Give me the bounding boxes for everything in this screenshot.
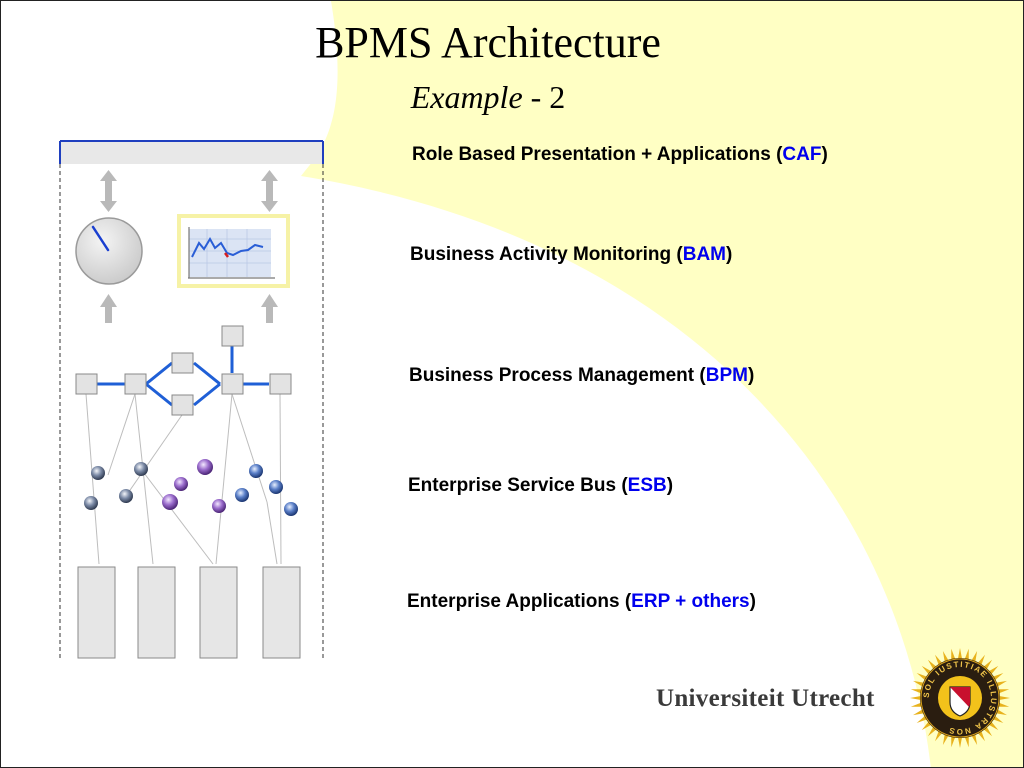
university-name: Universiteit Utrecht — [656, 685, 875, 712]
service-node-icon — [91, 466, 105, 480]
service-node-icon — [284, 502, 298, 516]
seal-ray — [964, 735, 969, 748]
process-node — [171, 352, 194, 374]
process-node — [221, 373, 244, 395]
enterprise-apps — [77, 566, 301, 659]
seal-ray — [997, 689, 1010, 694]
process-node — [124, 373, 147, 395]
process-node — [75, 373, 98, 395]
service-node-icon — [174, 477, 188, 491]
seal-ray — [910, 689, 923, 694]
layer-label-text: Role Based Presentation + Applications ( — [412, 144, 783, 165]
service-node-icon — [249, 464, 263, 478]
layer-acronym: CAF — [782, 144, 822, 165]
seal-ray — [964, 648, 969, 661]
slide-subtitle: Example - 2 — [1, 79, 975, 116]
presentation-layer-bar — [59, 140, 324, 164]
layer-label-suffix: ) — [726, 244, 733, 265]
service-node-icon — [119, 489, 133, 503]
service-node-icon — [162, 494, 178, 510]
layer-label-text: Business Process Management ( — [409, 365, 706, 386]
layer-label-suffix: ) — [821, 144, 828, 165]
seal-ray — [997, 702, 1010, 707]
connector-lines — [85, 393, 282, 565]
slide-title: BPMS Architecture — [315, 18, 661, 67]
application-box — [199, 566, 238, 659]
seal-ray — [957, 648, 963, 661]
subtitle-number: - 2 — [522, 79, 566, 115]
seal-ray — [951, 648, 956, 661]
seal-ray — [910, 695, 923, 701]
seal-ray — [910, 702, 923, 707]
service-nodes — [84, 459, 298, 516]
service-node-icon — [134, 462, 148, 476]
application-box — [77, 566, 116, 659]
layer-label-bam: Business Activity Monitoring (BAM) — [410, 244, 732, 266]
service-node-icon — [212, 499, 226, 513]
layer-label-text: Enterprise Applications ( — [407, 591, 632, 612]
layer-label-caf: Role Based Presentation + Applications (… — [412, 144, 828, 166]
layer-label-erp: Enterprise Applications (ERP + others) — [407, 591, 756, 613]
subtitle-word: Example — [410, 79, 523, 115]
layer-acronym: ERP + others — [631, 591, 750, 612]
service-node-icon — [235, 488, 249, 502]
layer-label-suffix: ) — [749, 591, 756, 612]
layer-acronym: ESB — [627, 475, 667, 496]
up-arrow-icon — [261, 294, 278, 323]
layer-label-text: Enterprise Service Bus ( — [408, 475, 628, 496]
seal-ray — [957, 735, 963, 748]
service-node-icon — [197, 459, 213, 475]
double-arrow-icon — [100, 170, 117, 212]
layer-label-suffix: ) — [666, 475, 674, 496]
double-arrow-icon — [261, 170, 278, 212]
process-node — [221, 325, 244, 347]
application-box — [262, 566, 301, 659]
service-node-icon — [269, 480, 283, 494]
process-flow — [75, 325, 292, 416]
seal-ray — [997, 695, 1010, 701]
layer-label-bpm: Business Process Management (BPM) — [409, 365, 754, 387]
layer-label-esb: Enterprise Service Bus (ESB) — [408, 475, 673, 497]
application-box — [137, 566, 176, 659]
layer-label-suffix: ) — [747, 365, 755, 386]
process-node — [269, 373, 292, 395]
layer-acronym: BAM — [682, 244, 726, 265]
layer-label-text: Business Activity Monitoring ( — [410, 244, 683, 265]
seal-ray — [951, 735, 956, 748]
service-node-icon — [84, 496, 98, 510]
process-node — [171, 394, 194, 416]
line-chart-icon — [177, 214, 290, 288]
university-seal-icon: SOL IUSTITIAE ILLUSTRA NOS — [910, 648, 1010, 748]
clock-icon — [75, 217, 143, 285]
up-arrow-icon — [100, 294, 117, 323]
layer-acronym: BPM — [705, 365, 748, 386]
